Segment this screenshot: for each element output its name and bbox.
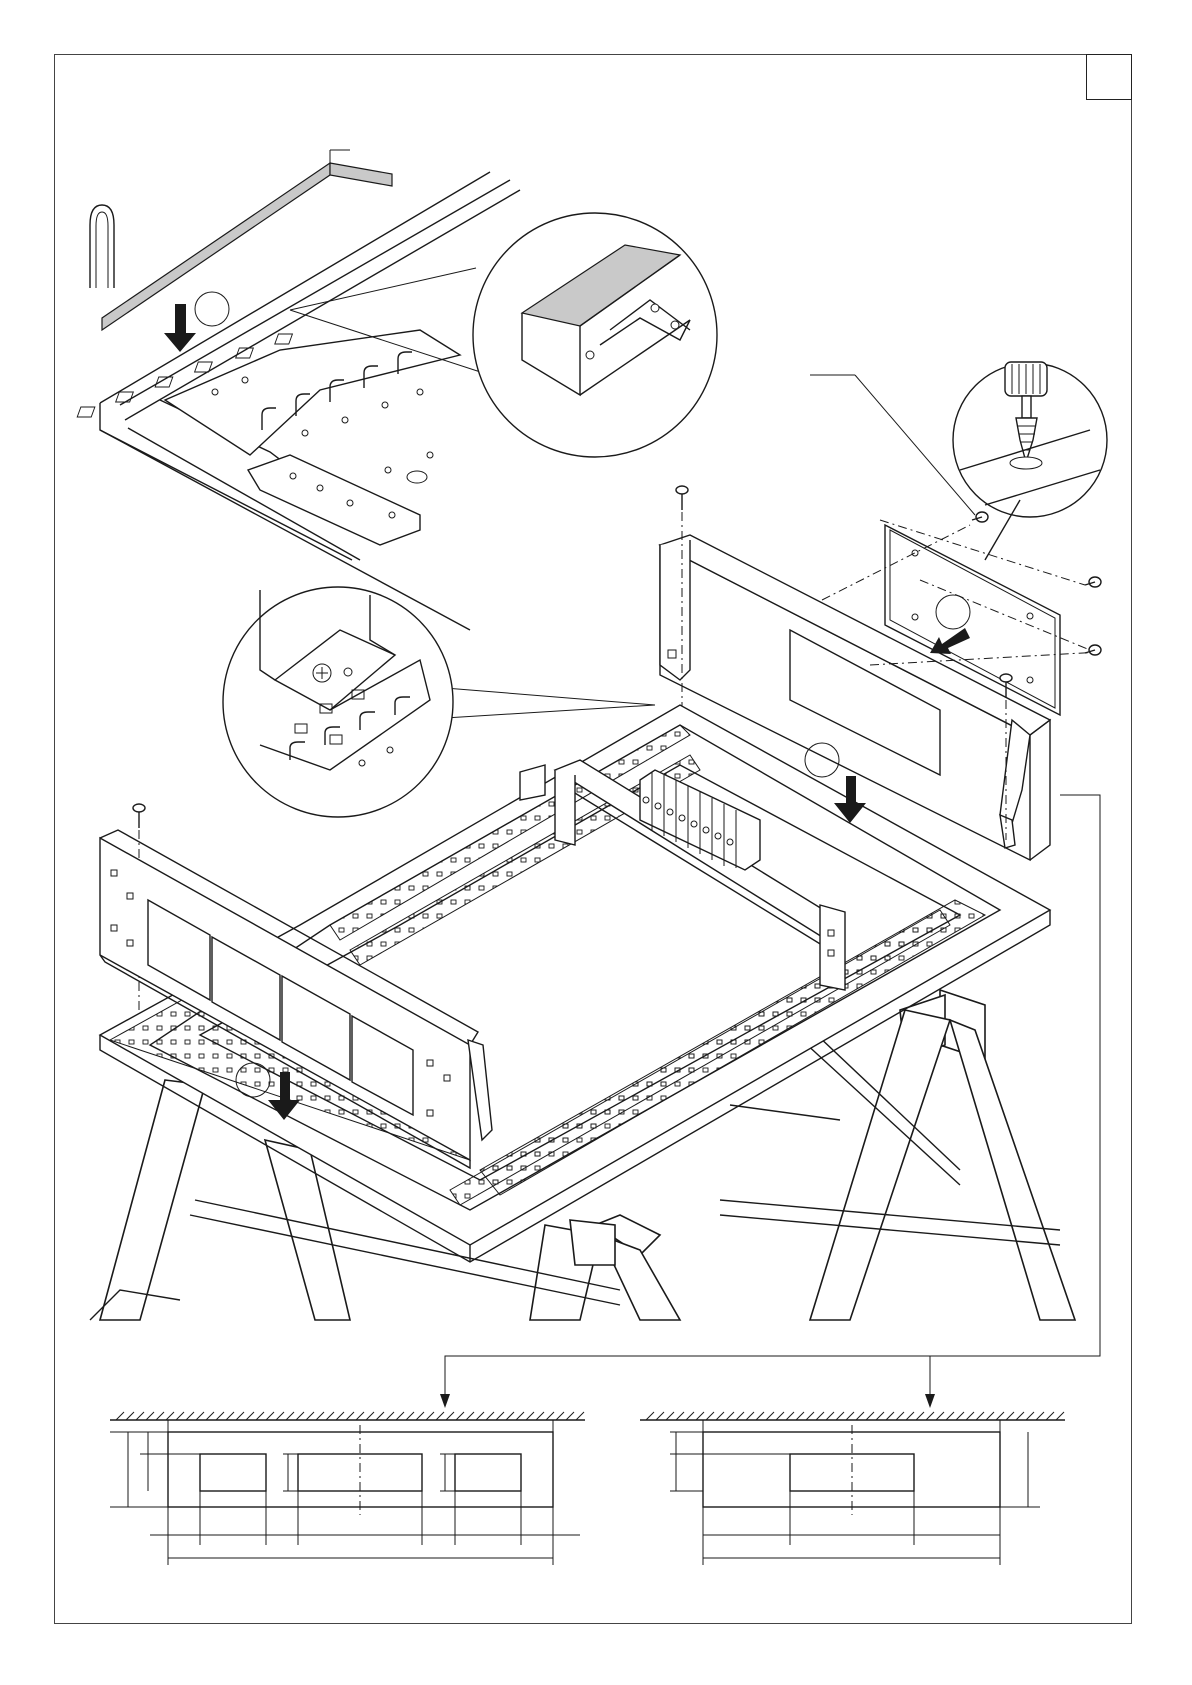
screw-icon: [133, 804, 145, 828]
seal-strip: [102, 163, 330, 330]
cutout-layout-rear: [640, 1412, 1065, 1565]
down-arrow-a: [164, 304, 196, 352]
screw-icon: [972, 512, 988, 522]
cutout-rect: [455, 1454, 521, 1491]
cutout-rect: [200, 1454, 266, 1491]
frame-corner-detail: [77, 150, 520, 630]
screw-icon: [1085, 577, 1101, 587]
screw-icon: [1085, 645, 1101, 655]
screw-icon: [676, 486, 688, 510]
callout-circle-a: [195, 292, 229, 326]
magnified-seal-detail: [290, 213, 717, 457]
u-profile-icon: [90, 205, 114, 288]
cutout-layout-front: [110, 1412, 585, 1565]
